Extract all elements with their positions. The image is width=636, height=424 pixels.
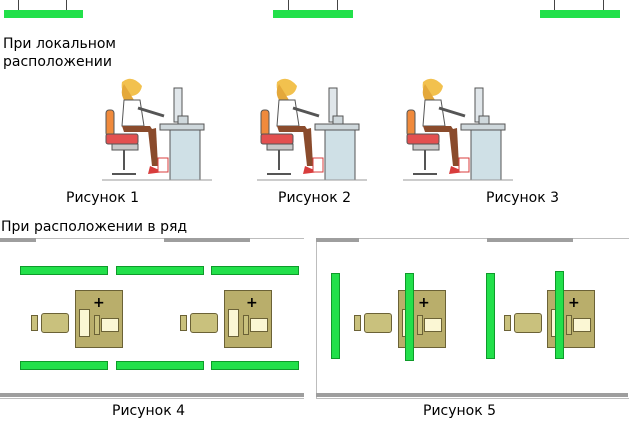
lamp <box>331 273 340 359</box>
window-strip <box>316 393 628 397</box>
cross-icon: + <box>93 295 105 311</box>
workplace-illustration-2 <box>257 78 367 181</box>
monitor <box>101 318 119 332</box>
chair-seat <box>41 313 69 333</box>
cross-icon: + <box>418 295 430 311</box>
keyboard <box>566 315 572 335</box>
monitor <box>573 318 591 332</box>
heading-local: При локальном расположении <box>3 36 116 70</box>
window-strip <box>0 238 36 242</box>
workplace-illustration-3 <box>403 78 513 181</box>
keyboard <box>417 315 423 335</box>
workplace-illustration-1 <box>102 78 212 181</box>
keyboard <box>94 315 100 335</box>
chair-back <box>180 315 187 331</box>
chair-back <box>354 315 361 331</box>
lamp <box>116 361 204 370</box>
caption-figure-2: Рисунок 2 <box>278 190 352 206</box>
window-strip <box>316 238 359 242</box>
caption-figure-1: Рисунок 1 <box>66 190 140 206</box>
window-strip <box>487 238 573 242</box>
room-plan-figure-5 <box>316 238 629 399</box>
cross-icon: + <box>568 295 580 311</box>
heading-row: При расположении в ряд <box>1 219 188 235</box>
keyboard <box>243 315 249 335</box>
chair-seat <box>514 313 542 333</box>
monitor <box>250 318 268 332</box>
caption-figure-5: Рисунок 5 <box>423 403 497 419</box>
lamp <box>20 266 108 275</box>
lamp <box>211 361 299 370</box>
caption-figure-3: Рисунок 3 <box>486 190 560 206</box>
lamp <box>486 273 495 359</box>
window-strip <box>0 393 304 397</box>
lamp <box>116 266 204 275</box>
cross-icon: + <box>246 295 258 311</box>
chair-back <box>504 315 511 331</box>
room-plan-figure-4 <box>0 238 304 399</box>
chair-seat <box>364 313 392 333</box>
chair-back <box>31 315 38 331</box>
chair-seat <box>190 313 218 333</box>
window-strip <box>164 238 250 242</box>
document <box>228 309 239 337</box>
caption-figure-4: Рисунок 4 <box>112 403 186 419</box>
lamp <box>211 266 299 275</box>
monitor <box>424 318 442 332</box>
document <box>79 309 90 337</box>
lamp <box>555 271 564 359</box>
lamp <box>20 361 108 370</box>
lamp <box>405 273 414 361</box>
